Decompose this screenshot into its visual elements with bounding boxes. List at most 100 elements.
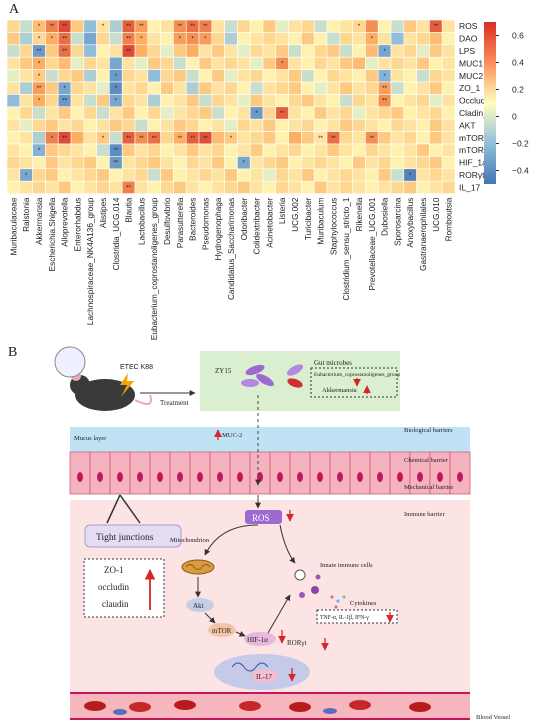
heatmap-cell [237, 180, 251, 194]
heatmap-cell [134, 94, 149, 108]
heatmap-cell [147, 180, 161, 194]
significance-mark: ** [126, 49, 131, 55]
red-blood-cells [84, 700, 431, 715]
heatmap-row-label: HIF_1a [459, 158, 487, 168]
heatmap-cell [211, 156, 225, 170]
heatmap-cell [416, 168, 430, 182]
heatmap-cell [441, 131, 456, 145]
heatmap-cell [365, 56, 379, 70]
significance-mark: * [102, 136, 105, 142]
heatmap-cell [429, 131, 443, 145]
heatmap-cell [198, 156, 213, 170]
heatmap-cell [429, 32, 443, 46]
lightning-icon [120, 373, 134, 397]
heatmap-cell [147, 118, 161, 132]
mitochondrion-label: Mitochondrion [170, 537, 210, 544]
heatmap-cell [109, 180, 123, 194]
heatmap-cell [211, 94, 225, 108]
heatmap-cell [121, 94, 136, 108]
heatmap-cell [83, 131, 97, 145]
heatmap-cell [45, 106, 59, 120]
heatmap-cell [288, 106, 302, 120]
heatmap-cell [211, 106, 225, 120]
heatmap-cell [365, 156, 379, 170]
heatmap-cell [313, 81, 328, 95]
significance-mark: ** [203, 24, 208, 30]
heatmap-cell [121, 56, 136, 70]
heatmap-cell [83, 156, 97, 170]
heatmap-cell [301, 56, 315, 70]
bacteria-cluster [241, 364, 304, 388]
heatmap-cell [185, 44, 200, 58]
heatmap-cell [390, 168, 405, 182]
heatmap-cell [173, 168, 187, 182]
colorbar-tick-label: −0.2 [512, 139, 529, 149]
significance-mark: ** [190, 24, 195, 30]
cell-nucleus [297, 472, 303, 482]
heatmap-cell [134, 168, 149, 182]
cell-nucleus [217, 472, 223, 482]
heatmap-row-label: LPS [459, 46, 475, 56]
gut-microbes-label: Gut microbes [314, 359, 352, 367]
heatmap-column-label: Lachnospiraceae_NK4A136_group [86, 197, 95, 325]
significance-mark: * [371, 37, 374, 43]
significance-mark: ** [113, 161, 118, 167]
heatmap-cell [83, 118, 97, 132]
heatmap-cell [96, 156, 110, 170]
heatmap-cell [365, 44, 379, 58]
heatmap-cell [237, 168, 251, 182]
significance-mark: ** [126, 185, 131, 191]
heatmap-cell [441, 118, 456, 132]
cell-nucleus [177, 472, 183, 482]
heatmap-cell [32, 168, 46, 182]
significance-mark: * [102, 24, 105, 30]
heatmap-cell [147, 106, 161, 120]
heatmap-cell [45, 69, 59, 83]
heatmap-cell [134, 106, 149, 120]
heatmap-cell [339, 94, 353, 108]
heatmap-cell [70, 143, 85, 157]
heatmap-cell [365, 94, 379, 108]
heatmap-cell [365, 180, 379, 194]
cell-nucleus [337, 472, 343, 482]
heatmap-cell [211, 143, 225, 157]
heatmap-cell [173, 44, 187, 58]
heatmap-cell [403, 131, 417, 145]
significance-mark: ** [113, 148, 118, 154]
heatmap-cell [19, 81, 33, 95]
heatmap-cell [147, 69, 161, 83]
heatmap-cell [134, 81, 149, 95]
heatmap-cell [70, 156, 85, 170]
heatmap-column-label: Escherichia.Shigella [48, 197, 57, 271]
heatmap-cell [109, 131, 123, 145]
heatmap-column-label: Clostridium_sensu_stricto_1 [342, 197, 351, 300]
heatmap-cell [301, 143, 315, 157]
heatmap-cell [365, 143, 379, 157]
heatmap-cell [326, 106, 341, 120]
heatmap-cell [96, 118, 110, 132]
heatmap-cell [237, 32, 251, 46]
heatmap-cell [249, 19, 264, 33]
heatmap-cell [6, 131, 21, 145]
heatmap-column-label: Listeria [278, 197, 287, 224]
cell-nucleus [157, 472, 163, 482]
heatmap-cell [32, 156, 46, 170]
heatmap-cell [313, 56, 328, 70]
heatmap-cell [390, 106, 405, 120]
heatmap-cell [83, 168, 97, 182]
significance-mark: * [140, 37, 143, 43]
heatmap-cell [262, 180, 277, 194]
heatmap-cell [403, 180, 417, 194]
heatmap-cell [147, 44, 161, 58]
heatmap-cell [288, 44, 302, 58]
cell-nucleus [117, 472, 123, 482]
heatmap-cell [249, 81, 264, 95]
heatmap-row-label: DAO [459, 34, 478, 44]
heatmap-cell [403, 19, 417, 33]
heatmap-cell [70, 81, 85, 95]
heatmap-cell [237, 56, 251, 70]
heatmap-cell [224, 180, 238, 194]
significance-mark: * [409, 173, 412, 179]
heatmap-cell [326, 44, 341, 58]
cell-nucleus [277, 472, 283, 482]
